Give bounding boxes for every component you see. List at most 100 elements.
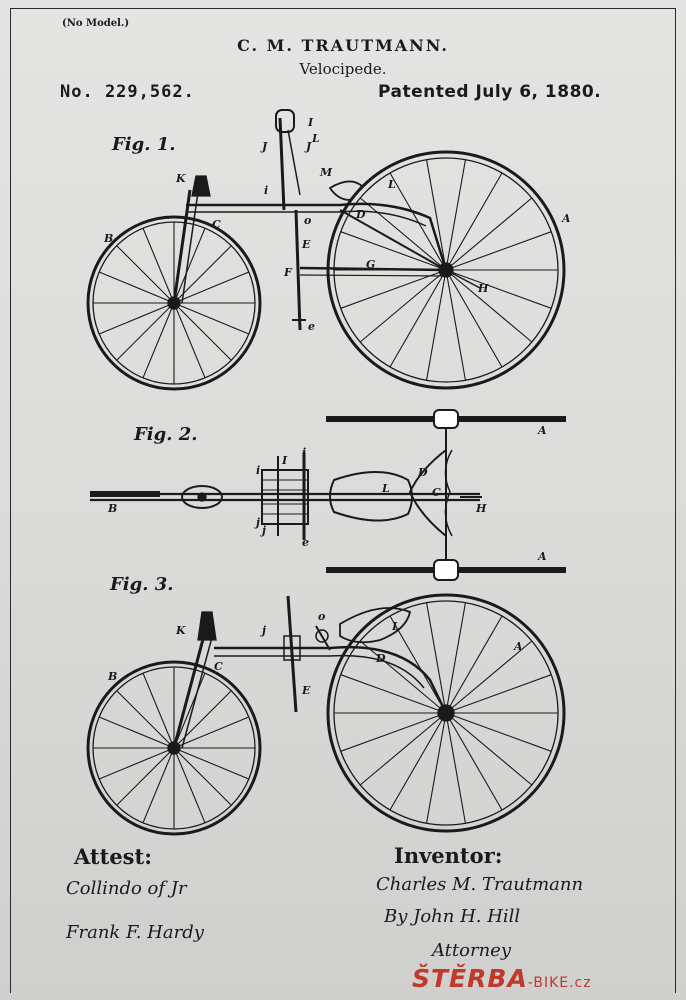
wheel-spoke [445, 172, 503, 271]
inventor-name-heading: C. M. TRAUTMANN. [237, 36, 449, 55]
ref-label: L [382, 482, 390, 495]
ref-label: i [256, 464, 261, 477]
ref-label: A [562, 212, 571, 225]
wheel-spoke [116, 747, 175, 806]
wheel-spoke [445, 712, 466, 824]
ref-label: i [302, 446, 307, 459]
wheel-spoke [426, 712, 447, 824]
no-model-note: (No Model.) [62, 18, 130, 29]
wheel-spoke [359, 712, 447, 786]
patent-date: Patented July 6, 1880. [378, 82, 602, 102]
witness-signature: Frank F. Hardy [66, 922, 204, 943]
watermark-brand: ŠTĚRBA [412, 964, 528, 993]
ref-label: L [392, 620, 400, 633]
ref-label: A [514, 640, 523, 653]
invention-title: Velocipede. [299, 60, 387, 78]
wheel-spoke [445, 269, 503, 368]
fig2-drawing [90, 409, 566, 581]
fig3-drawing [86, 593, 566, 836]
ref-label: E [302, 684, 311, 697]
wheel-spoke [173, 747, 250, 780]
wheel-spoke [98, 747, 175, 780]
wheel-spoke [98, 271, 175, 304]
ref-label: H [478, 282, 489, 295]
attorney-signature: By John H. Hill [384, 906, 521, 927]
ref-label: K [176, 172, 186, 185]
wheel-spoke [173, 690, 232, 749]
wheel-spoke [98, 716, 175, 749]
ref-label: D [418, 466, 428, 479]
ref-label: A [538, 550, 547, 563]
wheel-spoke [142, 227, 175, 304]
wheel-spoke [173, 227, 206, 304]
ref-label: H [476, 502, 487, 515]
wheel-spoke [389, 712, 447, 811]
watermark-site: -BIKE.cz [527, 975, 592, 991]
ref-label: j [256, 516, 260, 529]
wheel-spoke [426, 269, 447, 381]
wheel-spoke [116, 690, 175, 749]
watermark-logo: ŠTĚRBA-BIKE.cz [412, 964, 592, 993]
wheel-spoke [173, 747, 206, 824]
ref-label: B [108, 670, 118, 683]
wheel-spoke [359, 640, 447, 714]
attorney-title: Attorney [432, 940, 512, 961]
wheel-spoke [445, 269, 552, 309]
fig1-drawing [86, 109, 566, 391]
wheel-spoke [389, 269, 447, 368]
wheel-spoke [142, 302, 175, 379]
fig2-caption: Fig. 2. [134, 424, 198, 445]
wheel-spoke [116, 302, 175, 361]
wheel-spoke [173, 302, 206, 379]
ref-label: M [320, 166, 333, 179]
wheel-spoke [445, 269, 466, 381]
wheel-spoke [445, 269, 533, 343]
page-frame [10, 8, 676, 993]
ref-label: L [312, 132, 320, 145]
ref-label: J [306, 140, 312, 153]
wheel-spoke [445, 712, 552, 752]
attest-heading: Attest: [74, 844, 152, 869]
wheel-spoke [173, 716, 250, 749]
wheel-spoke [116, 245, 175, 304]
inventor-heading: Inventor: [394, 843, 503, 868]
wheel-spoke [445, 712, 503, 811]
ref-label: B [104, 232, 114, 245]
ref-label: D [356, 208, 366, 221]
wheel-spoke [426, 602, 447, 714]
inventor-signature: Charles M. Trautmann [376, 874, 584, 895]
ref-label: i [264, 184, 269, 197]
ref-label: D [376, 652, 386, 665]
ref-label: K [176, 624, 186, 637]
patent-number: No. 229,562. [60, 82, 195, 102]
ref-label: o [318, 610, 326, 623]
wheel-spoke [445, 640, 533, 714]
wheel-spoke [173, 302, 250, 335]
wheel-spoke [340, 712, 447, 752]
ref-label: e [308, 320, 315, 333]
fig1-caption: Fig. 1. [112, 134, 176, 155]
ref-label: E [302, 238, 311, 251]
ref-label: I [308, 116, 314, 129]
ref-label: j [262, 624, 266, 637]
ref-label: j [262, 524, 266, 537]
wheel-spoke [142, 747, 175, 824]
wheel-spoke [445, 602, 466, 714]
ref-label: L [388, 178, 396, 191]
wheel-spoke [142, 672, 175, 749]
ref-label: C [214, 660, 223, 673]
wheel-spoke [98, 302, 175, 335]
wheel-spoke [426, 159, 447, 271]
ref-label: e [302, 536, 309, 549]
wheel-spoke [445, 615, 503, 714]
wheel-spoke [359, 197, 447, 271]
wheel-spoke [389, 172, 447, 271]
witness-signature: Collindo of Jr [66, 878, 187, 899]
ref-label: J [262, 140, 268, 153]
wheel-spoke [445, 674, 552, 714]
fig3-caption: Fig. 3. [110, 574, 174, 595]
ref-label: G [366, 258, 376, 271]
wheel-spoke [445, 231, 552, 271]
